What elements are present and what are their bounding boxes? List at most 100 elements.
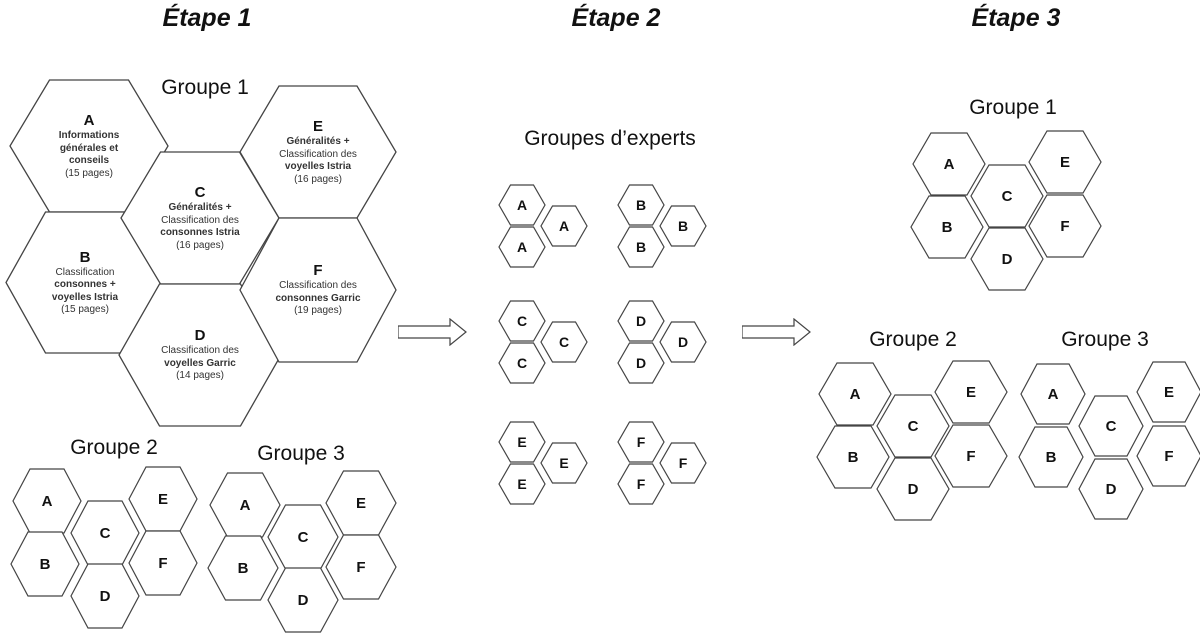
hex-letter-label: D xyxy=(1105,480,1117,498)
hex-letter-label: E xyxy=(355,494,366,512)
expert-group-f-hex: F xyxy=(617,463,665,505)
hex-letter-label: E xyxy=(559,455,569,471)
etape2-experts-title: Groupes d’experts xyxy=(524,127,696,150)
hex-e-desc-2: Classification des xyxy=(279,148,357,160)
etape3-group2-hex-e: E xyxy=(934,360,1008,424)
etape3-group2-hex-d: D xyxy=(876,457,950,521)
hex-c-desc-3: consonnes Istria xyxy=(160,227,240,238)
hex-letter-label: A xyxy=(849,385,861,403)
hex-letter-label: B xyxy=(677,218,689,234)
hex-letter-label: D xyxy=(99,587,111,605)
etape3-group1-hex-b: B xyxy=(910,195,984,259)
hex-letter-label: B xyxy=(635,197,647,213)
etape1-group2-hex-d: D xyxy=(70,563,140,629)
hex-d-letter: D xyxy=(194,327,206,345)
hex-letter-label: E xyxy=(157,490,168,508)
hex-d-desc-1: Classification des xyxy=(161,345,239,357)
expert-group-f-hex: F xyxy=(617,421,665,463)
expert-group-a-hex: A xyxy=(540,205,588,247)
hex-letter-label: F xyxy=(636,476,646,492)
hex-letter-label: B xyxy=(237,559,249,577)
etape1-group3-hex-f: F xyxy=(325,534,397,600)
stage-3-title: Étape 3 xyxy=(971,4,1061,32)
expert-group-c-hex: C xyxy=(498,300,546,342)
hex-letter-label: C xyxy=(558,334,570,350)
etape3-group2-hex-a: A xyxy=(818,362,892,426)
hex-c-letter: C xyxy=(194,184,206,201)
expert-group-b-hex: B xyxy=(617,226,665,268)
stage-1-title: Étape 1 xyxy=(162,4,252,32)
etape3-group2-hex-c: C xyxy=(876,394,950,458)
hex-letter-label: F xyxy=(636,434,646,450)
hex-letter-label: C xyxy=(516,313,528,329)
hex-letter-label: B xyxy=(635,239,647,255)
hex-letter-label: F xyxy=(966,447,976,465)
expert-group-d-hex: D xyxy=(617,300,665,342)
etape3-group1-hex-f: F xyxy=(1028,194,1102,258)
hex-letter-label: D xyxy=(635,313,647,329)
hex-f-pages: (19 pages) xyxy=(294,305,342,317)
arrow-right-icon xyxy=(397,317,468,351)
expert-group-e-hex: E xyxy=(498,421,546,463)
hex-letter-label: A xyxy=(41,492,53,510)
etape3-group3-hex-a: A xyxy=(1020,363,1086,425)
hex-letter-label: E xyxy=(965,383,976,401)
hex-letter-label: C xyxy=(99,524,111,542)
hex-letter-label: F xyxy=(158,554,168,572)
etape3-group3-hex-c: C xyxy=(1078,395,1144,457)
expert-group-b-hex: B xyxy=(617,184,665,226)
etape3-group2-hex-f: F xyxy=(934,424,1008,488)
etape1-group2-hex-b: B xyxy=(10,531,80,597)
hex-letter-label: C xyxy=(907,417,919,435)
hex-letter-label: B xyxy=(941,218,953,236)
hex-b-desc-2: consonnes + voyelles Istria xyxy=(51,279,119,303)
hex-f-letter: F xyxy=(313,262,323,280)
hex-letter-label: A xyxy=(943,155,955,173)
etape1-group2-hex-a: A xyxy=(12,468,82,534)
hex-e-desc-3: voyelles Istria xyxy=(284,161,352,172)
etape3-group1-hex-e: E xyxy=(1028,130,1102,194)
etape1-group2-hex-e: E xyxy=(128,466,198,532)
hex-d-desc-2: voyelles Garric xyxy=(164,357,236,369)
etape3-group1-hex-c: C xyxy=(970,164,1044,228)
expert-group-e-hex: E xyxy=(540,442,588,484)
hex-letter-label: D xyxy=(297,591,309,609)
etape3-group1-hex-d: D xyxy=(970,227,1044,291)
etape1-group3-hex-a: A xyxy=(209,472,281,538)
hex-letter-label: D xyxy=(907,480,919,498)
stage-2-title: Étape 2 xyxy=(571,4,661,32)
hex-letter-label: C xyxy=(1001,187,1013,205)
hex-e-desc-1: Généralités + xyxy=(286,136,350,147)
expert-group-d-hex: D xyxy=(617,342,665,384)
hex-b-desc-1: Classification xyxy=(55,266,115,278)
etape3-group2-title: Groupe 2 xyxy=(869,328,957,351)
expert-group-e-hex: E xyxy=(498,463,546,505)
hex-e-generalites: E Généralités + Classification des voyel… xyxy=(239,85,397,219)
etape3-group3-hex-e: E xyxy=(1136,361,1200,423)
hex-letter-label: A xyxy=(516,239,528,255)
hex-letter-label: F xyxy=(678,455,688,471)
hex-letter-label: D xyxy=(677,334,689,350)
etape1-group2-title: Groupe 2 xyxy=(70,436,158,459)
expert-group-f-hex: F xyxy=(659,442,707,484)
arrow-right-icon xyxy=(741,317,812,351)
hex-letter-label: C xyxy=(297,528,309,546)
hex-letter-label: D xyxy=(1001,250,1013,268)
hex-a-letter: A xyxy=(83,112,95,129)
etape3-group3-hex-f: F xyxy=(1136,425,1200,487)
etape1-group3-title: Groupe 3 xyxy=(257,442,345,465)
hex-c-desc-1: Généralités + xyxy=(168,202,232,213)
hex-f-desc-2: consonnes Garric xyxy=(275,292,361,304)
hex-letter-label: B xyxy=(39,555,51,573)
hex-b-pages: (15 pages) xyxy=(61,304,109,315)
etape3-group2-hex-b: B xyxy=(816,425,890,489)
hex-letter-label: A xyxy=(558,218,570,234)
etape3-group1-title: Groupe 1 xyxy=(969,96,1057,119)
etape3-group3-hex-d: D xyxy=(1078,458,1144,520)
expert-group-c-hex: C xyxy=(540,321,588,363)
hex-b-letter: B xyxy=(79,248,91,266)
etape3-group1-hex-a: A xyxy=(912,132,986,196)
hex-c-pages: (16 pages) xyxy=(176,239,224,251)
hex-letter-label: E xyxy=(1059,153,1070,171)
hex-f-consonnes-garric: F Classification des consonnes Garric (1… xyxy=(239,217,397,363)
